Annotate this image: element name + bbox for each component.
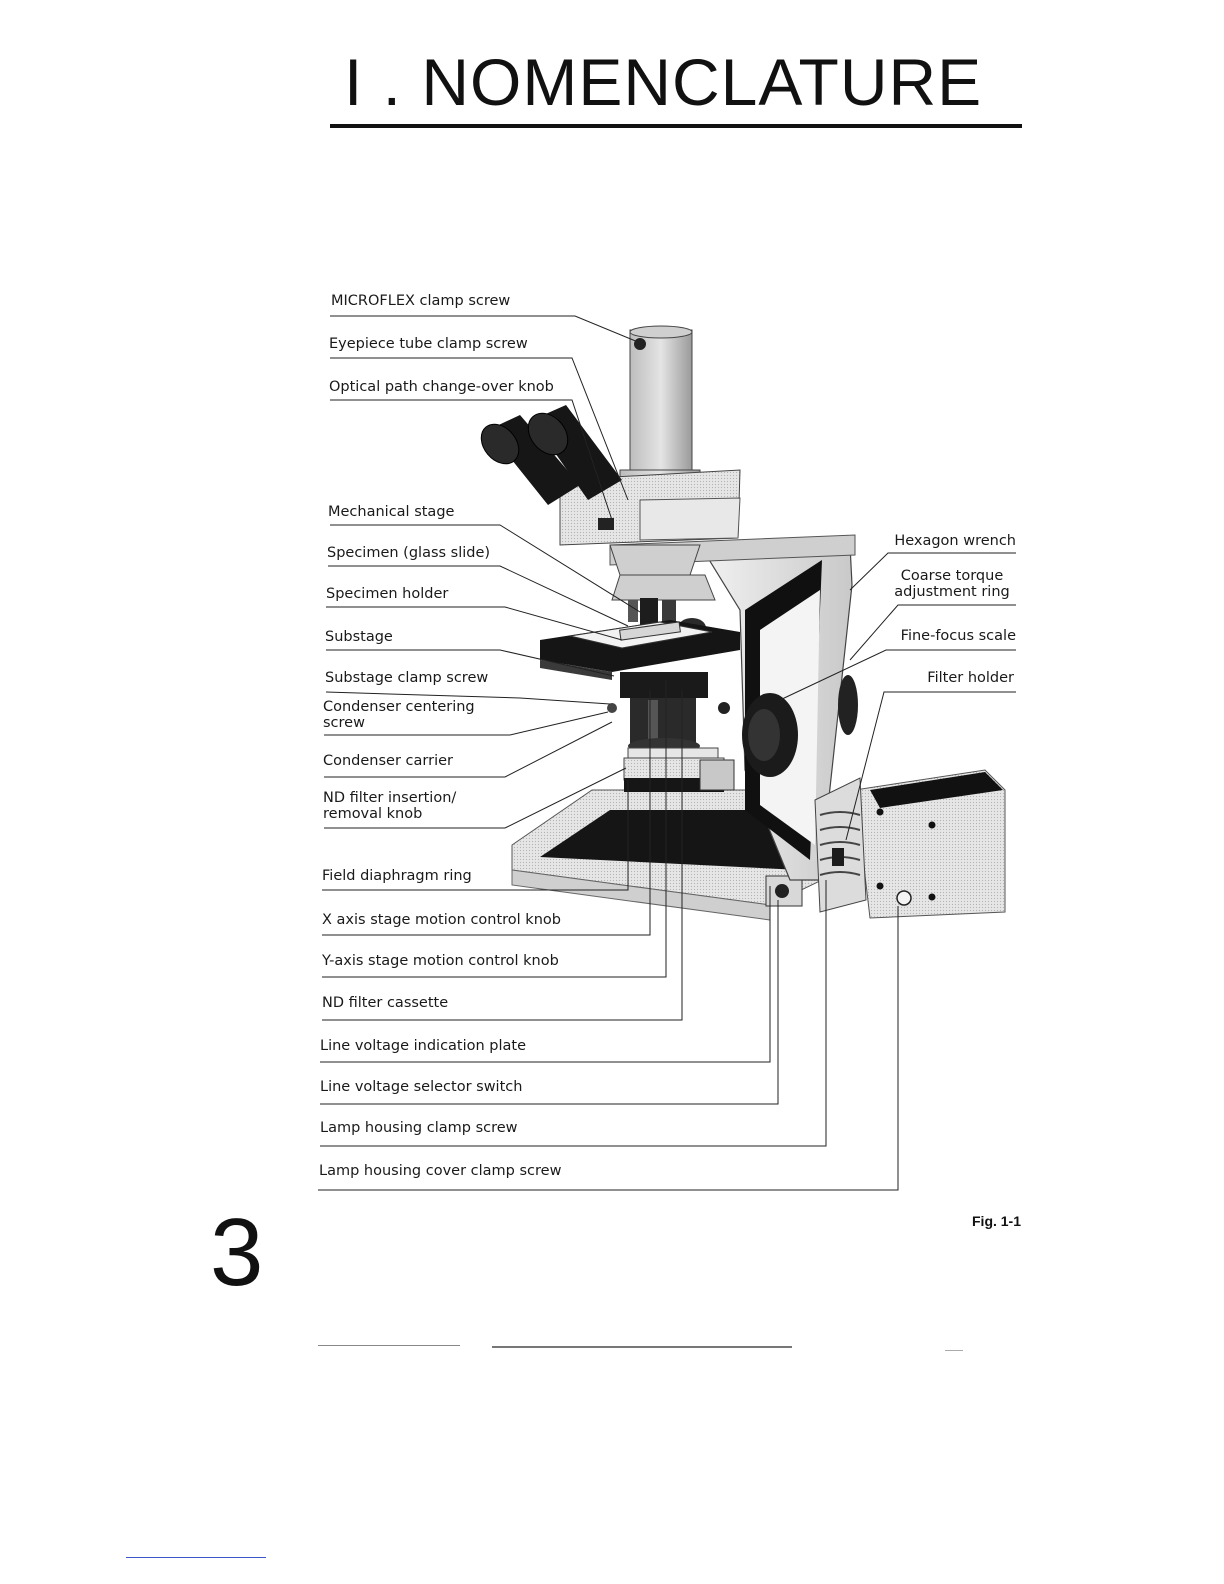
trinocular-head (559, 325, 741, 576)
bottom-blue-rule (126, 1557, 266, 1558)
eyepieces (480, 405, 622, 505)
mechanical-stage (540, 620, 740, 680)
label-fine-focus-scale: Fine-focus scale (900, 628, 1016, 644)
substage-condenser (607, 672, 735, 792)
label-field-diaphragm-ring: Field diaphragm ring (322, 868, 472, 884)
label-eyepiece-tube-clamp-screw: Eyepiece tube clamp screw (329, 336, 528, 352)
focus-knob (718, 675, 858, 777)
microscope-base (511, 789, 823, 921)
page-number: 3 (210, 1199, 264, 1306)
label-condenser-centering-screw: Condenser centering screw (323, 699, 475, 731)
label-nd-filter-cassette: ND filter cassette (322, 995, 449, 1011)
label-line-voltage-selector-switch: Line voltage selector switch (320, 1079, 523, 1095)
footer-rule-center (492, 1346, 792, 1348)
footer-rule-right (945, 1350, 963, 1351)
label-specimen-glass-slide: Specimen (glass slide) (327, 545, 491, 561)
leader-lines (318, 315, 1016, 1191)
label-microflex-clamp-screw: MICROFLEX clamp screw (331, 293, 511, 309)
page-title: I . NOMENCLATURE (344, 45, 983, 119)
label-filter-holder: Filter holder (927, 670, 1014, 686)
label-nd-filter-insertion-removal-knob: ND filter insertion/ removal knob (323, 790, 457, 822)
title-rule (330, 124, 1022, 128)
lamp-housing (814, 769, 1006, 919)
label-mechanical-stage: Mechanical stage (328, 504, 455, 520)
label-substage: Substage (325, 629, 393, 645)
label-condenser-carrier: Condenser carrier (323, 753, 453, 769)
label-line-voltage-indication-plate: Line voltage indication plate (320, 1038, 527, 1054)
label-optical-path-change-over-knob: Optical path change-over knob (329, 379, 554, 395)
figure-caption: Fig. 1-1 (972, 1213, 1022, 1229)
footer-rule-left (318, 1345, 460, 1346)
label-coarse-torque-adjustment-ring: Coarse torque adjustment ring (894, 568, 1010, 600)
label-lamp-housing-cover-clamp-screw: Lamp housing cover clamp screw (319, 1163, 562, 1179)
label-y-axis-stage-motion-control-knob: Y-axis stage motion control knob (322, 953, 559, 969)
label-substage-clamp-screw: Substage clamp screw (325, 670, 489, 686)
label-x-axis-stage-motion-control-knob: X axis stage motion control knob (322, 912, 561, 928)
label-hexagon-wrench: Hexagon wrench (894, 533, 1016, 549)
label-specimen-holder: Specimen holder (326, 586, 449, 602)
label-lamp-housing-clamp-screw: Lamp housing clamp screw (320, 1120, 518, 1136)
